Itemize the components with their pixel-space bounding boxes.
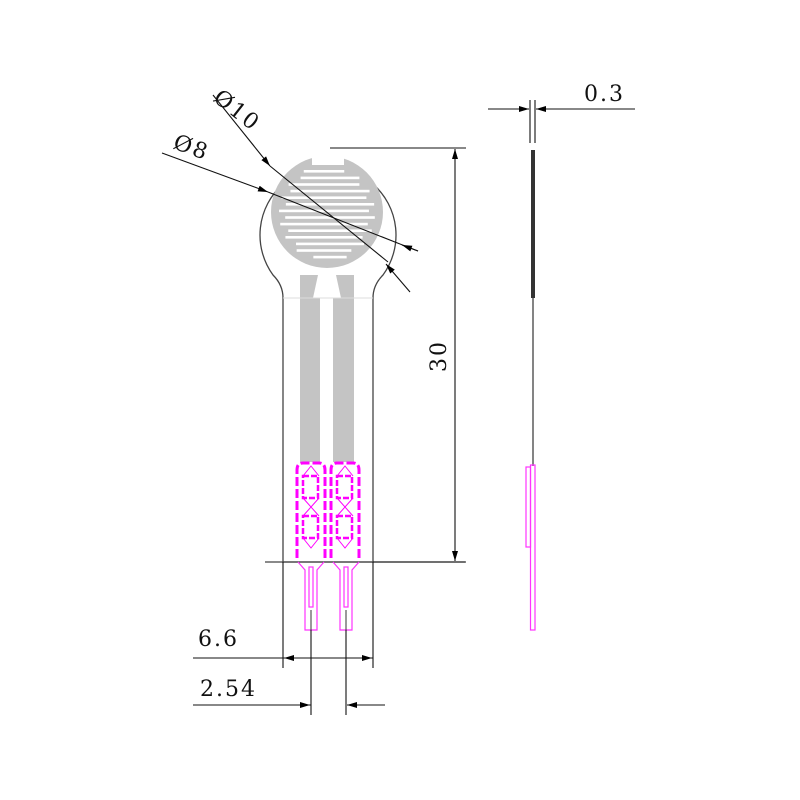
- electrode-finger: [290, 189, 370, 193]
- electrode-finger: [313, 255, 347, 259]
- electrode-finger: [280, 222, 368, 226]
- electrode-finger: [303, 170, 345, 173]
- thickness-label: 0.3: [584, 82, 625, 107]
- connector-pad: [295, 461, 327, 558]
- pitch-dimension: [193, 630, 385, 715]
- sensing-area: [271, 155, 383, 268]
- electrode-finger: [296, 242, 364, 246]
- electrode-finger: [281, 196, 367, 199]
- pitch-label: 2.54: [200, 677, 257, 702]
- width-dimension: [193, 562, 374, 668]
- active-diameter-label: Ø8: [170, 130, 212, 166]
- thickness-dimension: [488, 100, 635, 143]
- electrode-finger: [285, 236, 363, 239]
- width-label: 6.6: [198, 627, 239, 652]
- electrode-finger: [296, 249, 352, 252]
- connector-pads: [295, 461, 361, 558]
- pin-tails: [297, 561, 360, 631]
- trace-right: [333, 275, 354, 462]
- electrode-finger: [285, 203, 375, 206]
- trace-left: [300, 275, 320, 462]
- electrode-finger: [288, 229, 372, 232]
- electrode-finger: [288, 183, 360, 186]
- length-dimension: [330, 147, 466, 563]
- electrode-finger: [300, 176, 360, 180]
- outer-diameter-label: Ø10: [208, 85, 264, 137]
- connector-pad: [329, 461, 361, 558]
- side-view: [525, 150, 536, 631]
- diameter-leaders: [161, 94, 419, 293]
- electrode-finger: [285, 216, 375, 219]
- length-label: 30: [427, 340, 452, 372]
- electrode-finger: [279, 209, 369, 213]
